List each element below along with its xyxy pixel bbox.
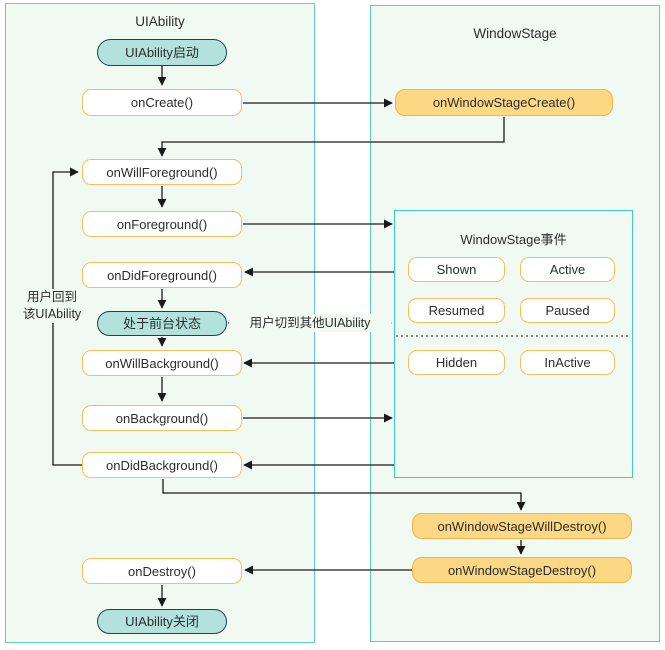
node-ondidbackground: onDidBackground() [82,452,242,478]
edge-label-user-returns-line2: 该UIAbility [22,307,82,321]
left-panel-title: UIAbility [135,14,185,29]
node-onwindowstagedestroy: onWindowStageDestroy() [412,557,632,583]
node-ondidforeground: onDidForeground() [82,262,242,288]
edge-label-user-switches: 用户切到其他UIAbility [229,314,391,332]
edge-label-user-returns: 用户回到 该UIAbility [8,289,96,323]
node-onforeground: onForeground() [82,211,242,237]
right-panel-title: WindowStage [473,26,557,41]
event-inactive: InActive [520,350,615,375]
node-onwindowstagecreate: onWindowStageCreate() [395,89,613,116]
node-onbackground: onBackground() [82,405,242,431]
node-ondestroy: onDestroy() [82,558,242,584]
events-panel-title: WindowStage事件 [460,232,567,247]
node-uiability-start: UIAbility启动 [97,39,227,66]
node-onwindowstagewilldestroy: onWindowStageWillDestroy() [412,513,632,539]
event-hidden: Hidden [408,350,505,375]
event-paused: Paused [520,298,615,323]
node-onwillforeground: onWillForeground() [82,159,242,185]
event-resumed: Resumed [408,298,505,323]
node-uiability-end: UIAbility关闭 [97,609,227,634]
event-active: Active [520,257,615,282]
edge-label-user-returns-line1: 用户回到 [26,290,77,304]
node-oncreate: onCreate() [82,89,242,116]
node-onwillbackground: onWillBackground() [82,350,242,376]
windowstage-events-panel [394,210,633,478]
node-foreground-state: 处于前台状态 [97,311,227,336]
event-shown: Shown [408,257,505,282]
